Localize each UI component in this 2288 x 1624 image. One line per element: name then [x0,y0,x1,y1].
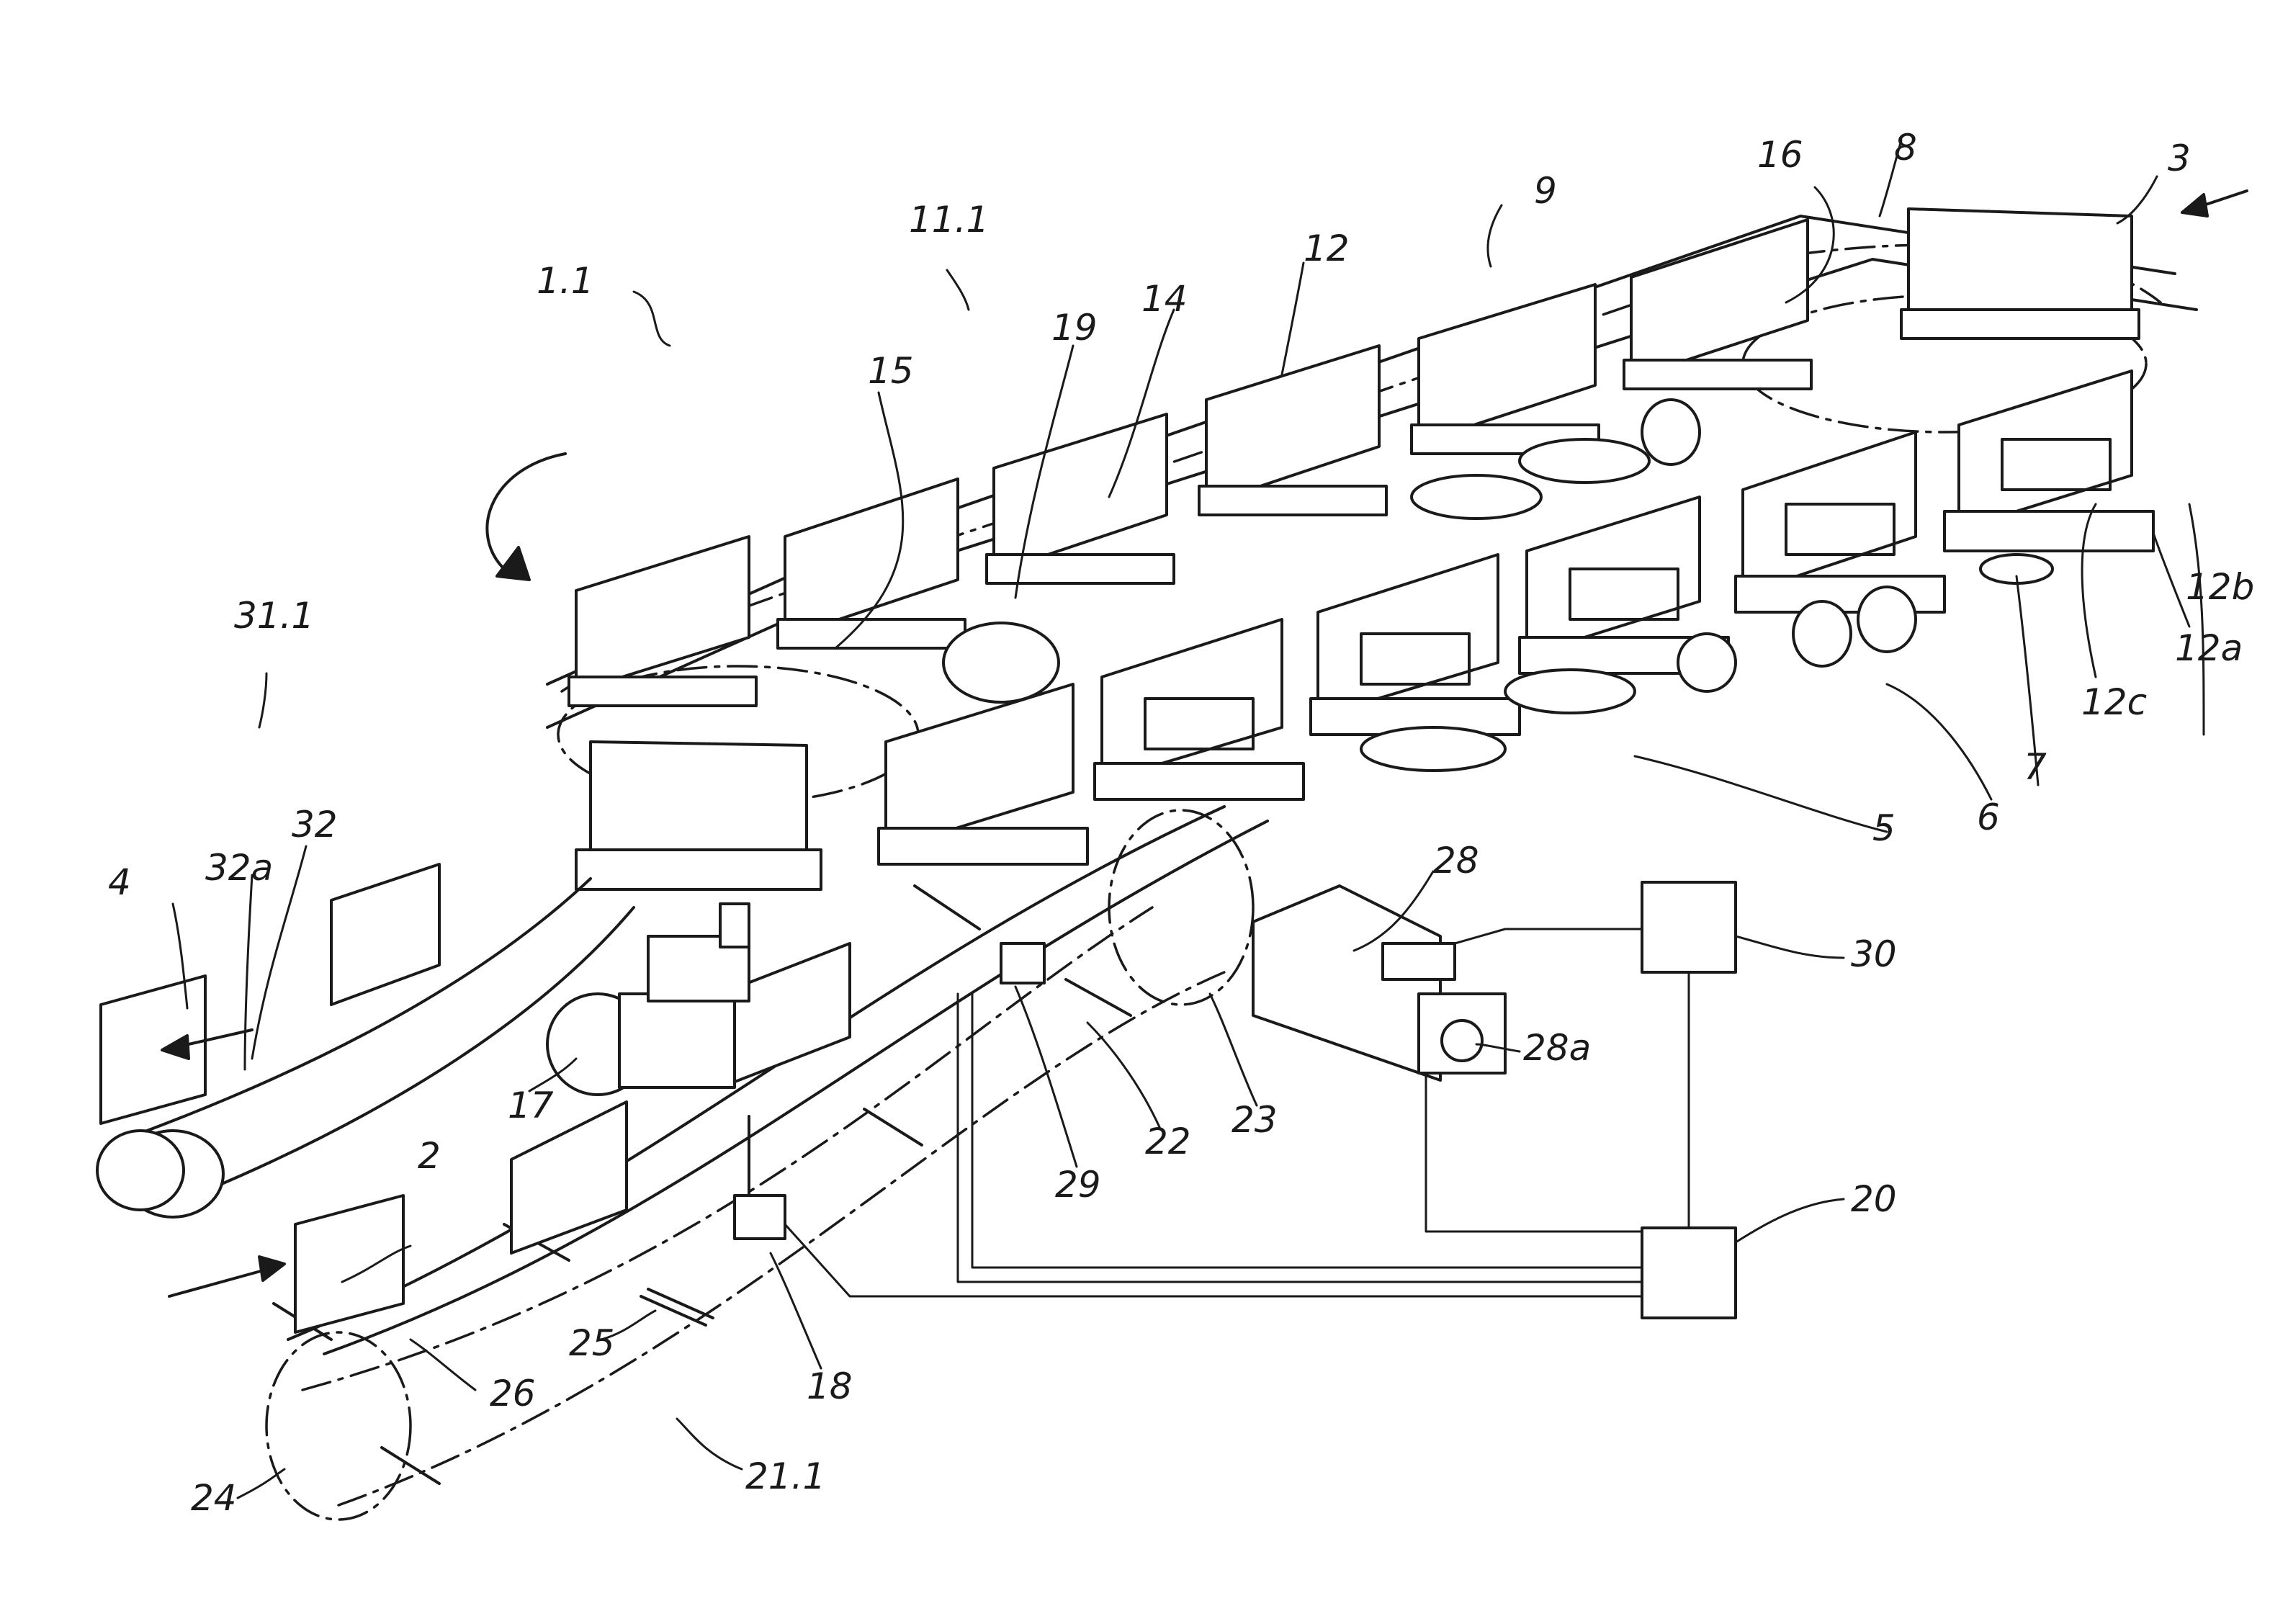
label-6: 6 [1977,799,2000,835]
label-17: 17 [508,1087,554,1123]
sensor-29 [1001,943,1044,983]
label-32: 32 [292,807,338,843]
carrier-plate [576,742,821,889]
control-box-30 [1642,882,1736,972]
label-19: 19 [1051,310,1098,346]
drive-units [547,886,1505,1239]
label-31-1: 31.1 [234,598,314,634]
label-12b: 12b [2186,569,2254,605]
carrier-plate [1199,346,1386,515]
label-15: 15 [868,353,914,389]
label-32a: 32a [205,850,273,886]
carrier-plate [778,479,965,648]
carrier-plate [1944,371,2153,551]
carrier-plate [1901,209,2139,338]
item-2 [295,1195,403,1332]
carrier-plate [1736,432,1944,612]
label-30: 30 [1851,936,1897,972]
label-16: 16 [1757,137,1803,173]
label-12: 12 [1304,230,1350,266]
carrier-plates [569,209,2153,889]
label-14: 14 [1141,281,1188,317]
label-8: 8 [1894,130,1917,166]
carrier-plate [1311,555,1520,735]
label-2: 2 [418,1138,441,1174]
carrier-plate [1412,284,1599,454]
label-12c: 12c [2081,684,2147,720]
belt-pulley-circle-24 [266,1332,411,1520]
label-4: 4 [108,864,131,900]
carrier-plate [879,684,1087,864]
label-3: 3 [2168,140,2191,176]
label-24: 24 [191,1480,237,1516]
label-18: 18 [807,1368,853,1404]
sensor-18 [735,1195,785,1239]
carrier-plate [1095,619,1304,799]
encoder-28a [1442,1020,1482,1061]
control-box-20 [1642,1228,1736,1318]
label-22: 22 [1145,1123,1191,1159]
label-11-1: 11.1 [909,202,989,238]
label-23: 23 [1232,1102,1278,1138]
carrier-plate [569,537,756,706]
label-7: 7 [2024,749,2047,785]
belt-pulley-circle-23 [1109,810,1253,1005]
servo-motor-28 [1253,886,1440,1080]
label-26: 26 [490,1376,536,1412]
label-25: 25 [569,1325,615,1361]
label-12a: 12a [2175,630,2243,666]
carrier-plate [987,414,1174,583]
label-28a: 28a [1523,1030,1591,1066]
label-5: 5 [1872,810,1896,846]
label-20: 20 [1851,1181,1897,1217]
label-21-1: 21.1 [745,1458,825,1494]
label-29: 29 [1055,1167,1101,1203]
label-28: 28 [1433,843,1479,879]
label-9: 9 [1534,173,1557,209]
leader-lines [173,140,2204,1498]
label-1-1: 1.1 [537,263,594,299]
item-stack-32 [331,864,439,1005]
item-4 [101,976,205,1123]
